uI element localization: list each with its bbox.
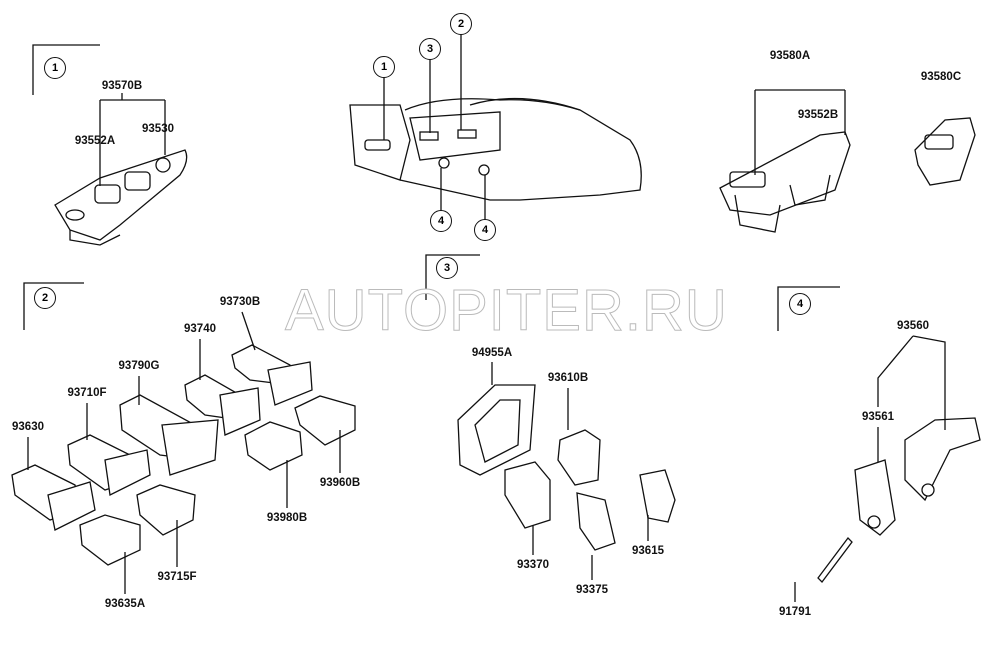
part-label[interactable]: 93790G xyxy=(118,360,160,372)
part-label-93530[interactable]: 93530 xyxy=(142,123,174,135)
switch-group-3 xyxy=(457,384,676,551)
section-4-marker: 4 xyxy=(789,293,811,315)
car-callout-4b[interactable]: 4 xyxy=(474,219,496,241)
part-label[interactable]: 93561 xyxy=(862,411,894,423)
part-label[interactable]: 93370 xyxy=(517,559,549,571)
part-label[interactable]: 93630 xyxy=(12,421,44,433)
part-label[interactable]: 94955A xyxy=(471,347,513,359)
part-label[interactable]: 93740 xyxy=(184,323,216,335)
part-label[interactable]: 93715F xyxy=(157,571,197,583)
part-label-93552b[interactable]: 93552B xyxy=(797,109,839,121)
part-label[interactable]: 93375 xyxy=(576,584,608,596)
master-window-switch xyxy=(54,93,188,246)
section-1-bracket xyxy=(32,44,100,95)
part-label[interactable]: 93710F xyxy=(67,387,107,399)
part-label[interactable]: 91791 xyxy=(779,606,811,618)
section-3-bracket xyxy=(425,254,480,300)
part-label-93580a[interactable]: 93580A xyxy=(769,50,811,62)
car-callout-4a[interactable]: 4 xyxy=(430,210,452,232)
part-label[interactable]: 93610B xyxy=(547,372,589,384)
door-switch-group xyxy=(817,417,981,583)
car-callout-3[interactable]: 3 xyxy=(419,38,441,60)
section-2-marker: 2 xyxy=(34,287,56,309)
car-callout-2[interactable]: 2 xyxy=(450,13,472,35)
part-label-93570b[interactable]: 93570B xyxy=(101,80,143,92)
car-callout-1[interactable]: 1 xyxy=(373,56,395,78)
switch-group-2 xyxy=(11,344,356,566)
window-switch-93580c xyxy=(914,117,976,186)
part-label-93580c[interactable]: 93580C xyxy=(920,71,962,83)
part-label[interactable]: 93730B xyxy=(219,296,261,308)
part-label[interactable]: 93560 xyxy=(897,320,929,332)
part-label[interactable]: 93615 xyxy=(632,545,664,557)
part-label[interactable]: 93960B xyxy=(319,477,361,489)
part-label-93552a[interactable]: 93552A xyxy=(74,135,116,147)
car-outline xyxy=(349,34,642,220)
section-2-bracket xyxy=(23,282,84,330)
window-switch-panel-93580a xyxy=(719,89,851,233)
part-label[interactable]: 93635A xyxy=(104,598,146,610)
section-1-marker: 1 xyxy=(44,57,66,79)
section-3-marker: 3 xyxy=(436,257,458,279)
section-4-bracket xyxy=(777,286,840,331)
part-label[interactable]: 93980B xyxy=(266,512,308,524)
